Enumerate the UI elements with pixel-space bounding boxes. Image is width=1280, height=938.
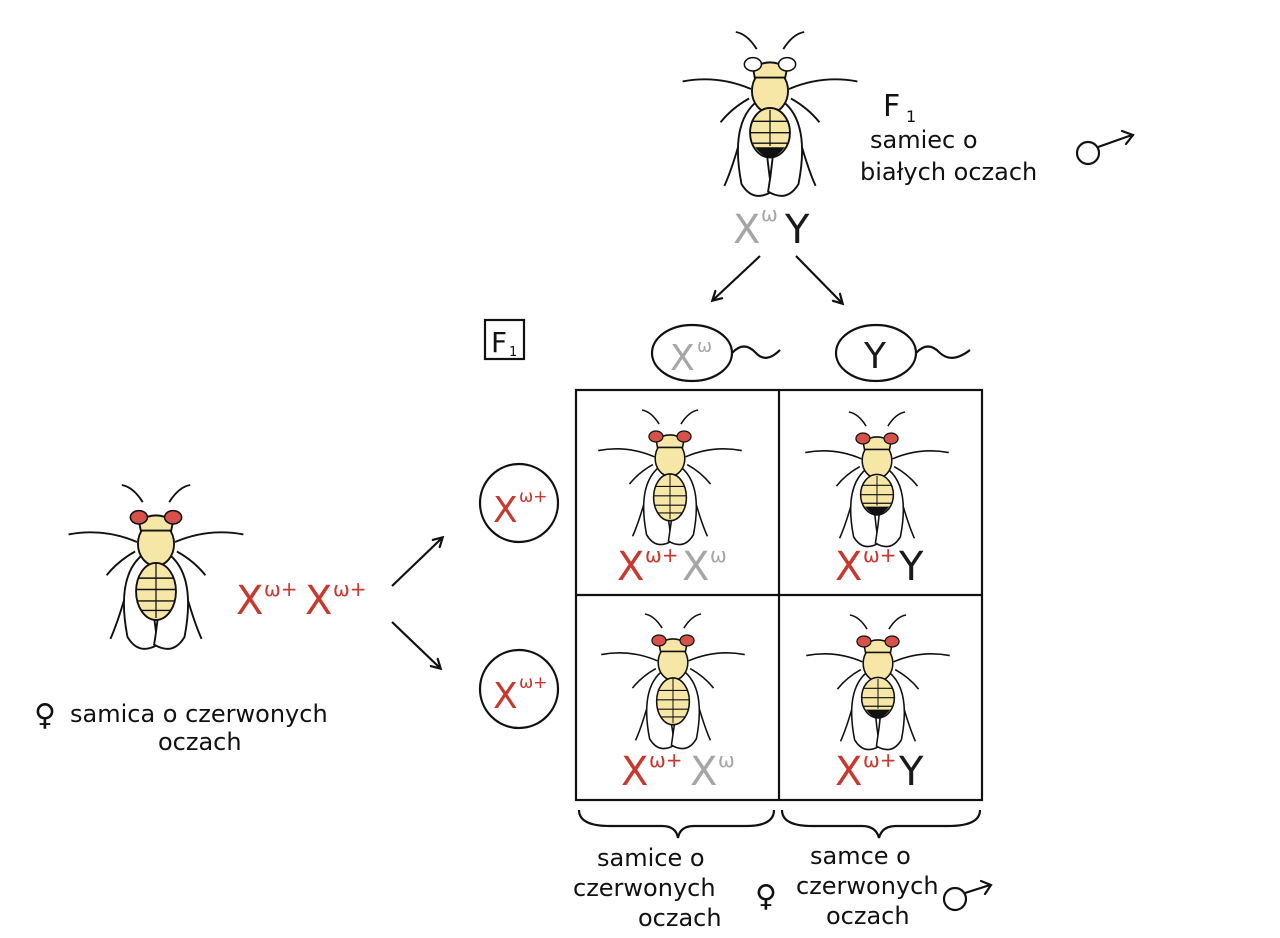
egg-1-sup: ω+ (519, 487, 547, 507)
female-fly-illustration (67, 484, 245, 650)
female-allele-1-sup: ω+ (264, 577, 298, 601)
offspring-label-right: ♀ samce o czerwonych oczach (755, 842, 939, 930)
offspring-label-left: samice o czerwonych oczach (573, 844, 722, 932)
egg-1-letter: X (493, 490, 518, 531)
cell-3-allele-1: X (621, 749, 648, 795)
brace-left (577, 809, 776, 839)
female-genotype: X ω+ X ω+ (236, 577, 367, 624)
cross-label-subscript: 1 (509, 345, 517, 360)
brace-right (780, 809, 982, 839)
sperm-gamete-x: X ω (650, 323, 781, 383)
cell-4-allele-1: X (835, 749, 862, 795)
female-symbol-icon-2: ♀ (755, 879, 777, 914)
female-allele-1: X (236, 578, 263, 624)
male-allele-x-sup: ω (761, 202, 778, 226)
generation-letter: F (883, 89, 900, 124)
male-genotype: X ω Y (733, 202, 810, 253)
female-label: ♀ samica o czerwonych oczach (34, 698, 328, 756)
cell-1-allele-2: X (682, 544, 709, 590)
left-label-line2: czerwonych (573, 874, 716, 902)
cell-3-allele-1-sup: ω+ (649, 748, 683, 772)
cell-4-allele-2: Y (898, 749, 924, 795)
male-allele-y: Y (784, 207, 810, 253)
male-label-line2: białych oczach (860, 158, 1037, 186)
cell-3-allele-2: X (690, 749, 717, 795)
female-allele-2: X (305, 578, 332, 624)
cross-label-letter: F (491, 326, 507, 359)
punnett-cell-2: X ω+ Y (804, 411, 950, 590)
cell-2-allele-1-sup: ω+ (863, 543, 897, 567)
egg-gamete-1: X ω+ (478, 462, 560, 544)
gamete-x-letter: X (670, 338, 695, 379)
cell-1-allele-1: X (617, 544, 644, 590)
right-label-line3: oczach (826, 902, 910, 930)
sperm-gamete-y: Y (834, 323, 971, 383)
female-allele-2-sup: ω+ (333, 577, 367, 601)
left-label-line1: samice o (597, 844, 705, 872)
cell-3-allele-2-sup: ω (718, 748, 735, 772)
egg-2-sup: ω+ (519, 673, 547, 693)
female-symbol-icon: ♀ (34, 698, 56, 733)
gamete-y-letter: Y (863, 336, 887, 377)
arrow-to-x-gamete (713, 255, 761, 300)
male-symbol-icon-2 (942, 879, 993, 912)
gamete-x-sup: ω (697, 336, 712, 357)
arrow-to-egg-1 (391, 538, 442, 587)
male-fly-illustration (681, 31, 859, 197)
male-label-line1: samiec o (870, 126, 978, 154)
cell-1-allele-1-sup: ω+ (645, 543, 679, 567)
egg-gamete-2: X ω+ (478, 648, 560, 730)
cross-generation-box: F 1 (483, 318, 526, 361)
cell-1-allele-2-sup: ω (710, 543, 727, 567)
cell-2-allele-1: X (835, 544, 862, 590)
egg-2-letter: X (493, 676, 518, 717)
female-label-line1: samica o czerwonych (70, 700, 328, 728)
arrow-to-y-gamete (795, 255, 842, 303)
right-label-line2: czerwonych (796, 872, 939, 900)
arrow-to-egg-2 (391, 621, 440, 668)
punnett-cell-3: X ω+ X ω (600, 613, 746, 795)
punnett-square (574, 388, 984, 802)
generation-subscript: 1 (906, 107, 916, 126)
punnett-cell-1: X ω+ X ω (597, 409, 743, 590)
male-symbol-icon (1075, 129, 1135, 166)
male-parent-label: F 1 samiec o białych oczach (860, 89, 1037, 186)
male-allele-x: X (733, 207, 760, 253)
cell-2-allele-2: Y (898, 544, 924, 590)
left-label-line3: oczach (638, 904, 722, 932)
punnett-cell-4: X ω+ Y (805, 614, 951, 795)
cell-4-allele-1-sup: ω+ (863, 748, 897, 772)
right-label-line1: samce o (810, 842, 911, 870)
female-label-line2: oczach (158, 728, 242, 756)
